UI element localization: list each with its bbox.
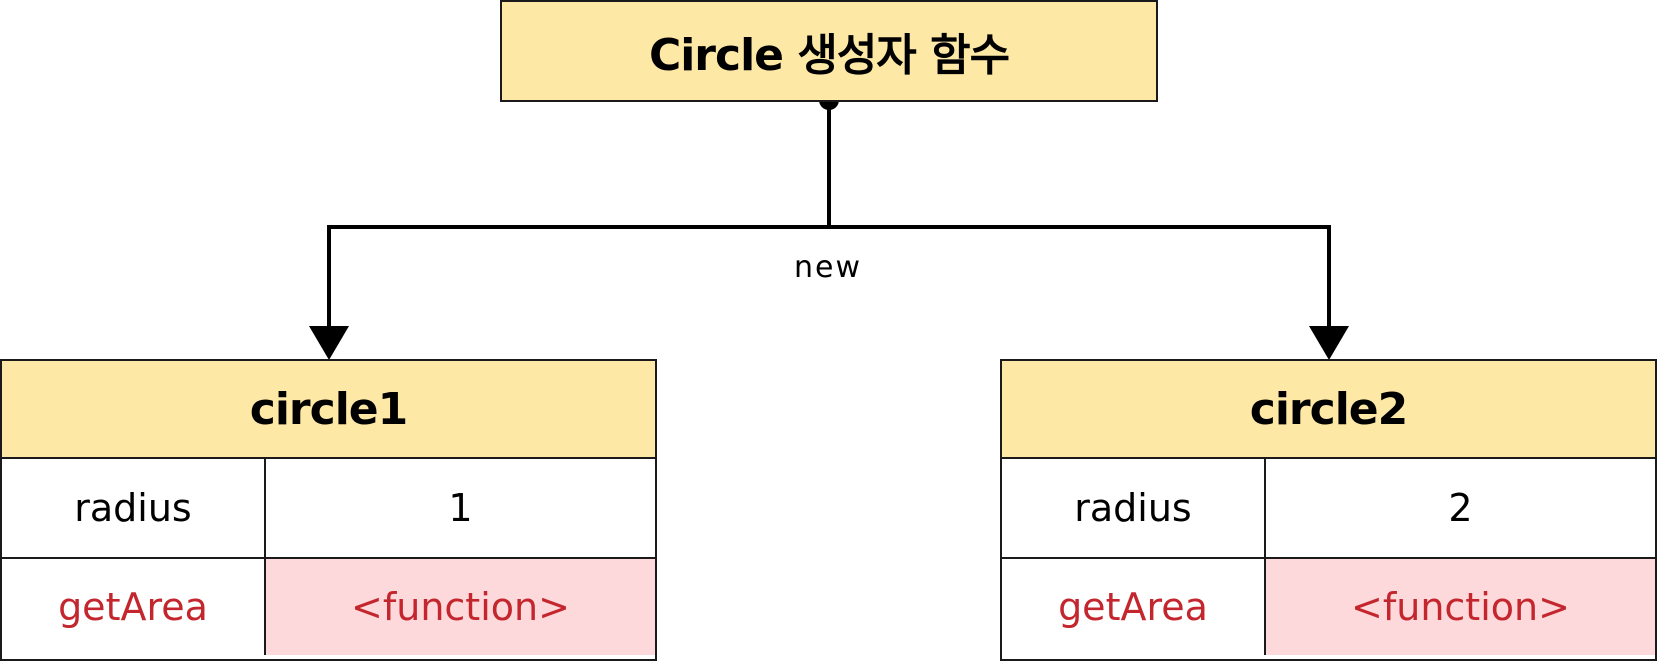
constructor-box: Circle 생성자 함수 bbox=[500, 0, 1158, 102]
property-row: radius 2 bbox=[1002, 459, 1655, 557]
method-value: <function> bbox=[1266, 559, 1655, 655]
arrowhead-left bbox=[309, 326, 349, 360]
edge-label-new: new bbox=[794, 250, 863, 285]
instance-title: circle1 bbox=[2, 361, 655, 459]
constructor-title: Circle 생성자 함수 bbox=[648, 30, 1010, 81]
property-value: 1 bbox=[448, 486, 473, 530]
method-row: getArea <function> bbox=[2, 557, 655, 655]
property-key: radius bbox=[2, 459, 266, 557]
property-value: 2 bbox=[1448, 486, 1473, 530]
arrowhead-right bbox=[1309, 326, 1349, 360]
method-key: getArea bbox=[2, 559, 266, 655]
instance-title: circle2 bbox=[1002, 361, 1655, 459]
property-key: radius bbox=[1002, 459, 1266, 557]
instance-circle2: circle2 radius 2 getArea <function> bbox=[1000, 359, 1657, 661]
property-row: radius 1 bbox=[2, 459, 655, 557]
instance-circle1: circle1 radius 1 getArea <function> bbox=[0, 359, 657, 661]
method-value: <function> bbox=[266, 559, 655, 655]
method-key: getArea bbox=[1002, 559, 1266, 655]
method-row: getArea <function> bbox=[1002, 557, 1655, 655]
